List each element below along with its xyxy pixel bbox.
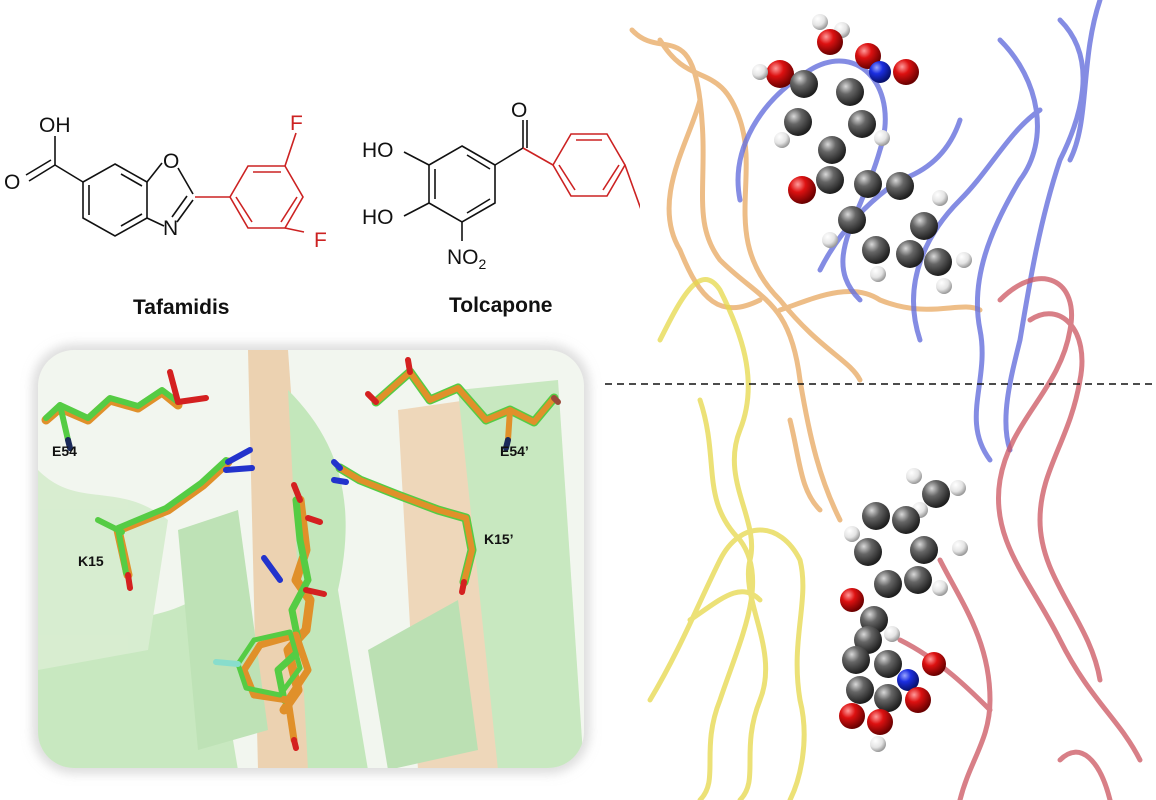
upper-ligand-spheres bbox=[752, 14, 972, 294]
tolcapone-structure: HO HO O NO2 bbox=[362, 99, 640, 272]
tolcapone-ho-top-label: HO bbox=[362, 139, 394, 162]
tolcapone-name: Tolcapone bbox=[449, 294, 553, 317]
tolcapone-ketone-o-label: O bbox=[511, 99, 527, 122]
residue-label-k15-prime: K15’ bbox=[484, 531, 514, 547]
binding-site-inset: E54 E54’ K15 K15’ bbox=[38, 350, 584, 768]
tafamidis-ring-n-label: N bbox=[163, 217, 178, 240]
residue-label-e54-prime: E54’ bbox=[500, 443, 529, 459]
tolcapone-ho-bottom-label: HO bbox=[362, 206, 394, 229]
tafamidis-oh-label: OH bbox=[39, 114, 71, 137]
lower-ligand-spheres bbox=[839, 468, 968, 752]
tafamidis-f-bottom-label: F bbox=[314, 229, 327, 252]
residue-label-e54: E54 bbox=[52, 443, 77, 459]
residue-label-k15: K15 bbox=[78, 553, 104, 569]
tolcapone-no2-label: NO2 bbox=[447, 246, 487, 272]
protein-ribbon-view bbox=[605, 0, 1156, 800]
tafamidis-carbonyl-o-label: O bbox=[4, 171, 20, 194]
tafamidis-f-top-label: F bbox=[290, 112, 303, 135]
tafamidis-name: Tafamidis bbox=[133, 296, 230, 319]
tafamidis-ring-o-label: O bbox=[163, 150, 179, 173]
binding-site-render: E54 E54’ K15 K15’ bbox=[38, 350, 584, 768]
tafamidis-structure: OH O O N F F bbox=[4, 112, 327, 252]
